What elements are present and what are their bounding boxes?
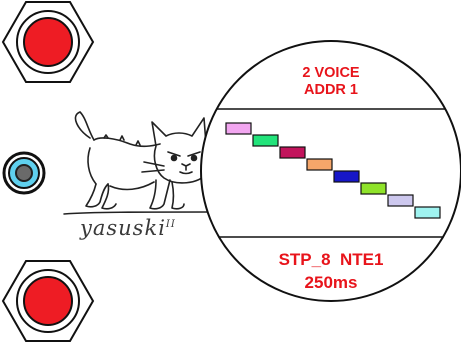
- step-mode-label: STP_8 NTE1: [278, 250, 384, 269]
- cat-mascot: [60, 108, 220, 248]
- voice-label: 2 VOICE: [302, 65, 360, 81]
- brand-signature: yasuskiII: [80, 216, 220, 242]
- round-display: 2 VOICE ADDR 1 STP_8 NTE1 250ms: [198, 38, 461, 304]
- top-push-button[interactable]: [0, 0, 96, 84]
- step-bar-7: [387, 194, 414, 207]
- audio-jack[interactable]: [1, 150, 47, 196]
- cat-mascot-icon: [63, 111, 219, 215]
- step-bar-4: [306, 158, 333, 171]
- step-sequence: [225, 122, 441, 219]
- step-bar-8: [414, 206, 441, 219]
- step-bar-2: [252, 134, 279, 147]
- red-push-button-icon: [1, 260, 95, 342]
- step-bar-1: [225, 122, 252, 135]
- address-label: ADDR 1: [304, 82, 358, 98]
- time-label: 250ms: [304, 273, 358, 292]
- red-push-button-icon: [1, 1, 95, 83]
- step-bar-6: [360, 182, 387, 195]
- step-bar-3: [279, 146, 306, 159]
- step-bar-5: [333, 170, 360, 183]
- audio-jack-icon: [2, 151, 46, 195]
- bottom-push-button[interactable]: [0, 259, 96, 343]
- display-screen: [200, 40, 461, 302]
- signature-suffix: II: [165, 219, 176, 230]
- signature-text: yasuski: [80, 216, 166, 240]
